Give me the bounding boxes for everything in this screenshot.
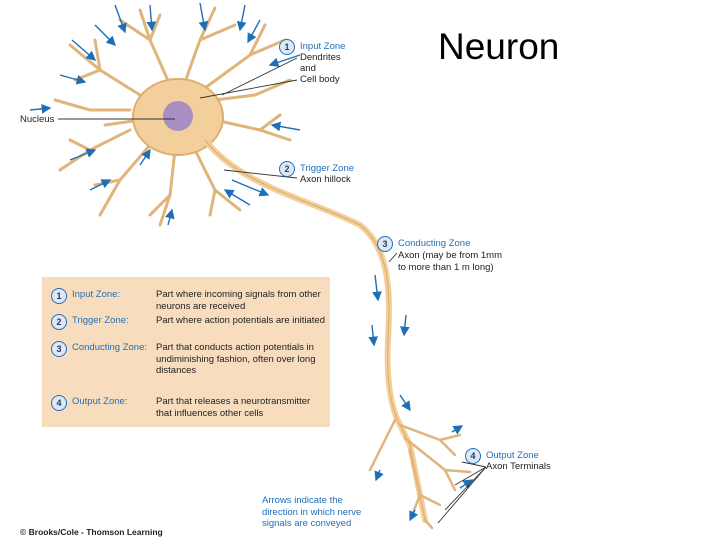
legend-badge-3: 3: [51, 341, 67, 357]
legend-badge-1: 1: [51, 288, 67, 304]
zone-3-title: Conducting Zone: [398, 238, 471, 249]
dendrites: [53, 6, 292, 227]
label-leader-lines: [58, 57, 487, 524]
signal-direction-arrows: [29, 2, 474, 522]
legend-badge-2: 2: [51, 314, 67, 330]
zone-3-badge: 3: [377, 236, 393, 252]
legend-name-1: Input Zone:: [72, 289, 121, 300]
legend-name-4: Output Zone:: [72, 396, 128, 407]
zone-legend: 1 Input Zone: Part where incoming signal…: [42, 277, 330, 427]
axon-terminals: [368, 418, 472, 530]
zone-4-line-1: Axon Terminals: [486, 461, 551, 472]
legend-desc-1: Part where incoming signals from other n…: [156, 289, 321, 312]
legend-desc-2: Part where action potentials are initiat…: [156, 315, 325, 326]
zone-2-title: Trigger Zone: [300, 163, 355, 174]
zone-4-badge: 4: [465, 448, 481, 464]
zone-4-title: Output Zone: [486, 450, 539, 461]
arrow-direction-note: Arrows indicate the direction in which n…: [262, 495, 362, 529]
zone-3-line-2: to more than 1 m long): [398, 262, 494, 273]
zone-2-badge: 2: [279, 161, 295, 177]
legend-name-2: Trigger Zone:: [72, 315, 129, 326]
zone-1-line-2: and: [300, 63, 316, 74]
slide-title: Neuron: [438, 26, 560, 67]
copyright-credit: © Brooks/Cole - Thomson Learning: [20, 527, 163, 537]
legend-name-3: Conducting Zone:: [72, 342, 147, 353]
zone-1-line-1: Dendrites: [300, 52, 341, 63]
zone-1-badge: 1: [279, 39, 295, 55]
legend-desc-3: Part that conducts action potentials in …: [156, 342, 316, 376]
nucleus-shape: [163, 101, 193, 131]
legend-desc-4: Part that releases a neurotransmitter th…: [156, 396, 311, 419]
zone-1-line-3: Cell body: [300, 74, 340, 85]
zone-2-line-1: Axon hillock: [300, 174, 351, 185]
nucleus-label: Nucleus: [20, 114, 55, 125]
legend-badge-4: 4: [51, 395, 67, 411]
zone-1-title: Input Zone: [300, 41, 346, 52]
zone-3-line-1: Axon (may be from 1mm: [398, 250, 502, 261]
